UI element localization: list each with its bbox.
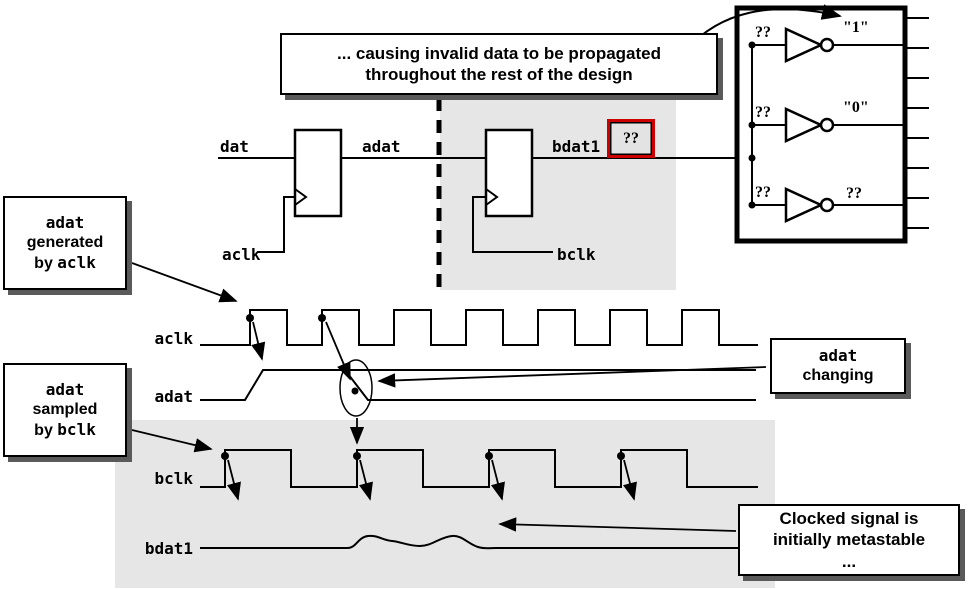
callout-sampled-signal: adat [45,379,85,399]
waveform-label-aclk: aclk [154,329,193,348]
inverter-2-input-label: ?? [755,104,771,121]
callout-adat-changing: adat changing [770,338,906,394]
bclk-label: bclk [557,245,596,264]
aclk-wire [258,196,295,253]
inverter-2-output-label: "0" [843,99,869,116]
inverter-1-icon [784,27,825,63]
callout-generated-signal: adat [45,212,85,232]
callout-invalid-data: ... causing invalid data to be propagate… [280,33,718,95]
adat-waveform-rise [200,369,756,401]
junction-dot [748,201,756,209]
inverter-2-bubble-icon [819,117,835,133]
junction-dot [748,121,756,129]
inverter-3-input-label: ?? [755,184,771,201]
inverter-3-output-label: ?? [846,185,862,202]
aclk-label: aclk [222,245,261,264]
waveform-label-bdat1: bdat1 [144,539,193,558]
bdat1-label: bdat1 [552,137,601,156]
dat-label: dat [220,137,249,156]
fanout-ticks [905,17,929,229]
bdat1-waveform-metastable [200,534,758,550]
waveform-label-adat: adat [154,387,193,406]
adat-waveform-fall [344,369,756,401]
waveform-label-bclk: bclk [154,469,193,488]
callout-metastable-line1: Clocked signal is [779,509,919,529]
downstream-logic-box [734,5,929,244]
callout-adat-generated: adat generated by aclk [3,196,127,290]
adat-transition-highlight-ellipse [339,359,373,417]
bclk-waveform [200,449,758,488]
metastable-callout-arrow [498,517,737,532]
sampling-arrows [227,321,637,501]
flip-flops [293,128,534,218]
junction-dot [748,41,756,49]
sampling-dots [221,314,625,460]
callout-sampled-text: sampled [32,400,98,418]
generated-callout-arrow [131,262,238,303]
inverter-1-bubble-icon [819,37,835,53]
flipflop-a [293,128,343,218]
adat-label: adat [362,137,401,156]
callout-changing-signal: adat [818,346,858,365]
flipflop-a-clock-wedge-icon [294,188,308,206]
callout-changing-text: changing [802,367,874,384]
callout-adat-sampled: adat sampled by bclk [3,363,127,457]
aclk-waveform [200,309,758,346]
callout-metastable-line2: initially metastable [772,530,926,550]
flipflop-b [484,128,534,218]
junction-dot [748,154,756,162]
callout-generated-clock: by aclk [34,252,96,272]
inverter-1-input-label: ?? [755,24,771,41]
bclk-waveform-shade [115,420,775,588]
callout-invalid-data-line1: ... causing invalid data to be propagate… [337,43,661,63]
circuit-wires [218,157,752,253]
bclk-wire [472,196,553,253]
inverter-2-icon [784,107,825,143]
unknown-value-box: ?? [607,119,655,158]
callout-invalid-data-line2: throughout the rest of the design [365,65,633,84]
inverter-3-icon [784,187,825,223]
callout-arrows [131,262,767,532]
inverter-1-output-label: "1" [843,19,869,36]
flipflop-b-clock-wedge-icon [485,188,499,206]
inverter-3-bubble-icon [819,197,835,213]
callout-sampled-clock: by bclk [34,419,96,439]
callout-generated-text: generated [26,233,104,251]
callout-metastable: Clocked signal is initially metastable .… [738,504,960,576]
changing-callout-arrow [377,366,767,388]
waveforms [200,309,758,550]
callout-metastable-line3: ... [841,551,857,571]
sampled-callout-arrow [131,429,213,453]
